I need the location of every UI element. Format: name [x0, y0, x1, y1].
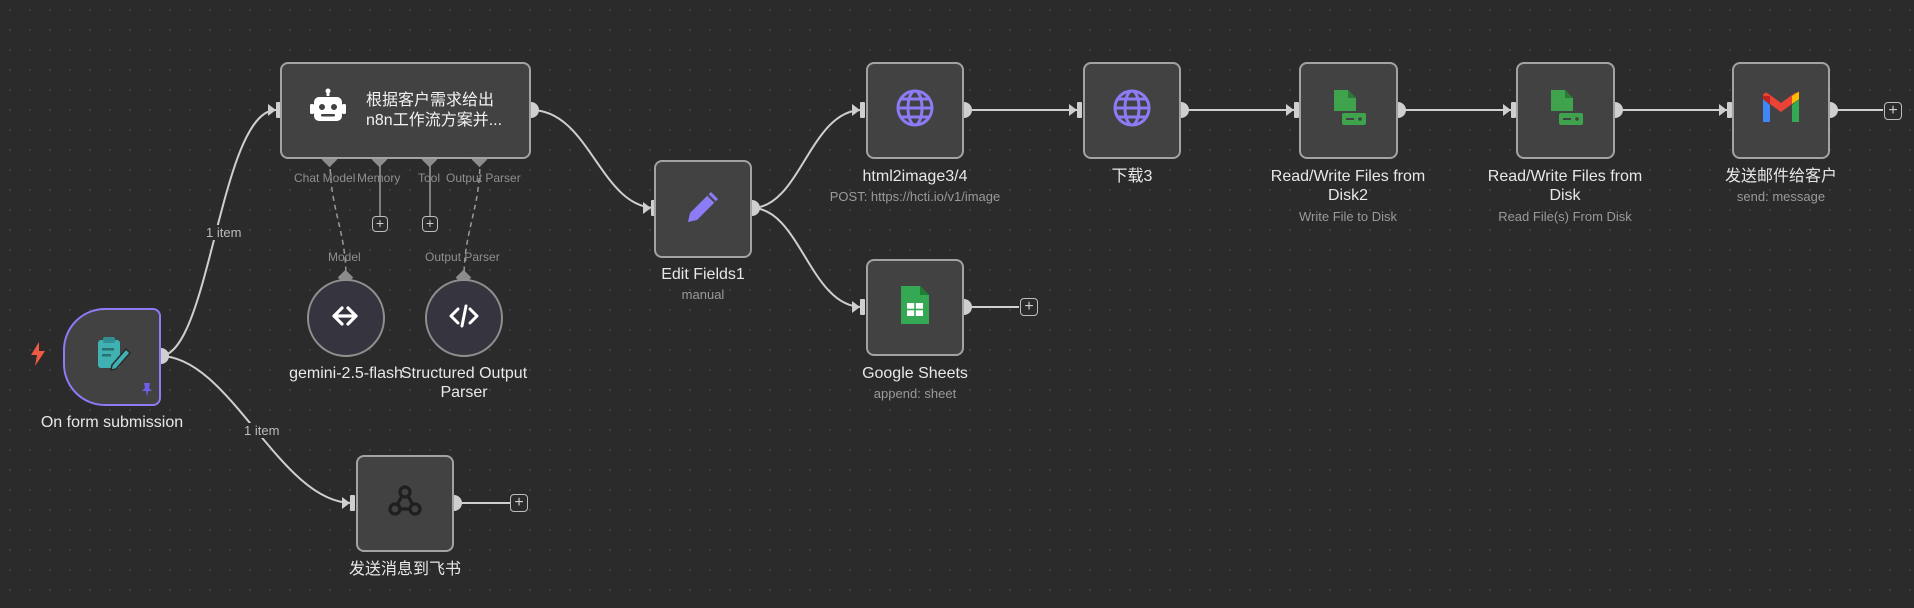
rw-files-2-subtitle: Write File to Disk	[1299, 209, 1397, 224]
pin-icon[interactable]	[139, 382, 155, 403]
ai-agent-title: 根据客户需求给出 n8n工作流方案并...	[366, 91, 516, 131]
port-chat-model[interactable]: Chat Model	[294, 171, 356, 185]
rw-files-2-label-line1: Read/Write Files from	[1270, 168, 1426, 185]
add-memory-button[interactable]: +	[372, 216, 388, 232]
sheets-icon	[898, 284, 932, 331]
feishu-label: 发送消息到飞书	[348, 561, 461, 578]
edit-fields-subtitle: manual	[681, 287, 725, 302]
code-icon	[448, 300, 480, 337]
globe-icon	[1111, 87, 1153, 134]
connector-label-model: Model	[328, 250, 361, 264]
edge-agent-to-edit[interactable]	[530, 109, 657, 209]
rw-files-label-line1: Read/Write Files from	[1487, 168, 1643, 185]
edit-fields-label: Edit Fields1	[661, 266, 745, 283]
add-node-after-gmail-button[interactable]: +	[1884, 102, 1902, 120]
google-sheets-label: Google Sheets	[862, 365, 968, 382]
robot-icon	[308, 88, 348, 133]
gmail-icon	[1760, 91, 1802, 130]
edge-edit-to-html2image[interactable]	[751, 109, 863, 209]
form-icon	[92, 335, 132, 380]
rw-files-subtitle: Read File(s) From Disk	[1498, 209, 1632, 224]
download-label: 下载3	[1111, 168, 1153, 185]
port-output-parser[interactable]: Output Parser	[446, 171, 521, 185]
connector-label-output-parser: Output Parser	[425, 250, 500, 264]
output-parser-label: Structured Output Parser	[384, 364, 544, 402]
pencil-icon	[682, 186, 724, 233]
file-disk-icon	[1545, 87, 1587, 134]
port-memory[interactable]: Memory	[357, 171, 401, 185]
form-trigger-node[interactable]	[63, 308, 161, 406]
lightning-icon	[30, 342, 46, 372]
html2image-node[interactable]	[866, 62, 964, 159]
rw-files-label-line2: Disk	[1549, 187, 1581, 204]
google-sheets-subtitle: append: sheet	[873, 386, 957, 401]
rw-files-label: Read/Write Files from Disk	[1465, 167, 1665, 205]
feishu-node[interactable]	[356, 455, 454, 552]
form-trigger-label: On form submission	[40, 414, 184, 431]
edge-label-form-feishu: 1 item	[242, 423, 282, 438]
edge-label-form-agent: 1 item	[204, 225, 244, 240]
ai-agent-title-line1: 根据客户需求给出	[366, 91, 495, 109]
download-node[interactable]	[1083, 62, 1181, 159]
ai-agent-title-line2: n8n工作流方案并...	[366, 111, 503, 129]
html2image-subtitle: POST: https://hcti.io/v1/image	[829, 189, 1001, 204]
rw-files-2-node[interactable]	[1299, 62, 1398, 159]
gemini-model-node[interactable]	[307, 279, 385, 357]
rw-files-2-label: Read/Write Files from Disk2	[1248, 167, 1448, 205]
google-sheets-node[interactable]	[866, 259, 964, 356]
file-disk-icon	[1328, 87, 1370, 134]
globe-icon	[894, 87, 936, 134]
ai-agent-node[interactable]: 根据客户需求给出 n8n工作流方案并...	[280, 62, 531, 159]
gmail-label: 发送邮件给客户	[1724, 168, 1837, 185]
gemini-icon	[330, 300, 362, 337]
output-parser-label-line1: Structured Output	[400, 365, 528, 382]
gmail-node[interactable]	[1732, 62, 1830, 159]
add-tool-button[interactable]: +	[422, 216, 438, 232]
output-parser-label-line2: Parser	[440, 384, 488, 401]
webhook-icon	[386, 482, 424, 525]
rw-files-2-label-line2: Disk2	[1327, 187, 1368, 204]
edge-edit-to-sheets[interactable]	[751, 207, 863, 308]
edit-fields-node[interactable]	[654, 160, 752, 258]
rw-files-node[interactable]	[1516, 62, 1615, 159]
gmail-subtitle: send: message	[1736, 189, 1826, 204]
add-node-after-feishu-button[interactable]: +	[510, 494, 528, 512]
output-parser-node[interactable]	[425, 279, 503, 357]
add-node-after-sheets-button[interactable]: +	[1020, 298, 1038, 316]
port-tool[interactable]: Tool	[418, 171, 441, 185]
gemini-model-label: gemini-2.5-flash	[289, 365, 403, 382]
html2image-label: html2image3/4	[862, 168, 968, 185]
